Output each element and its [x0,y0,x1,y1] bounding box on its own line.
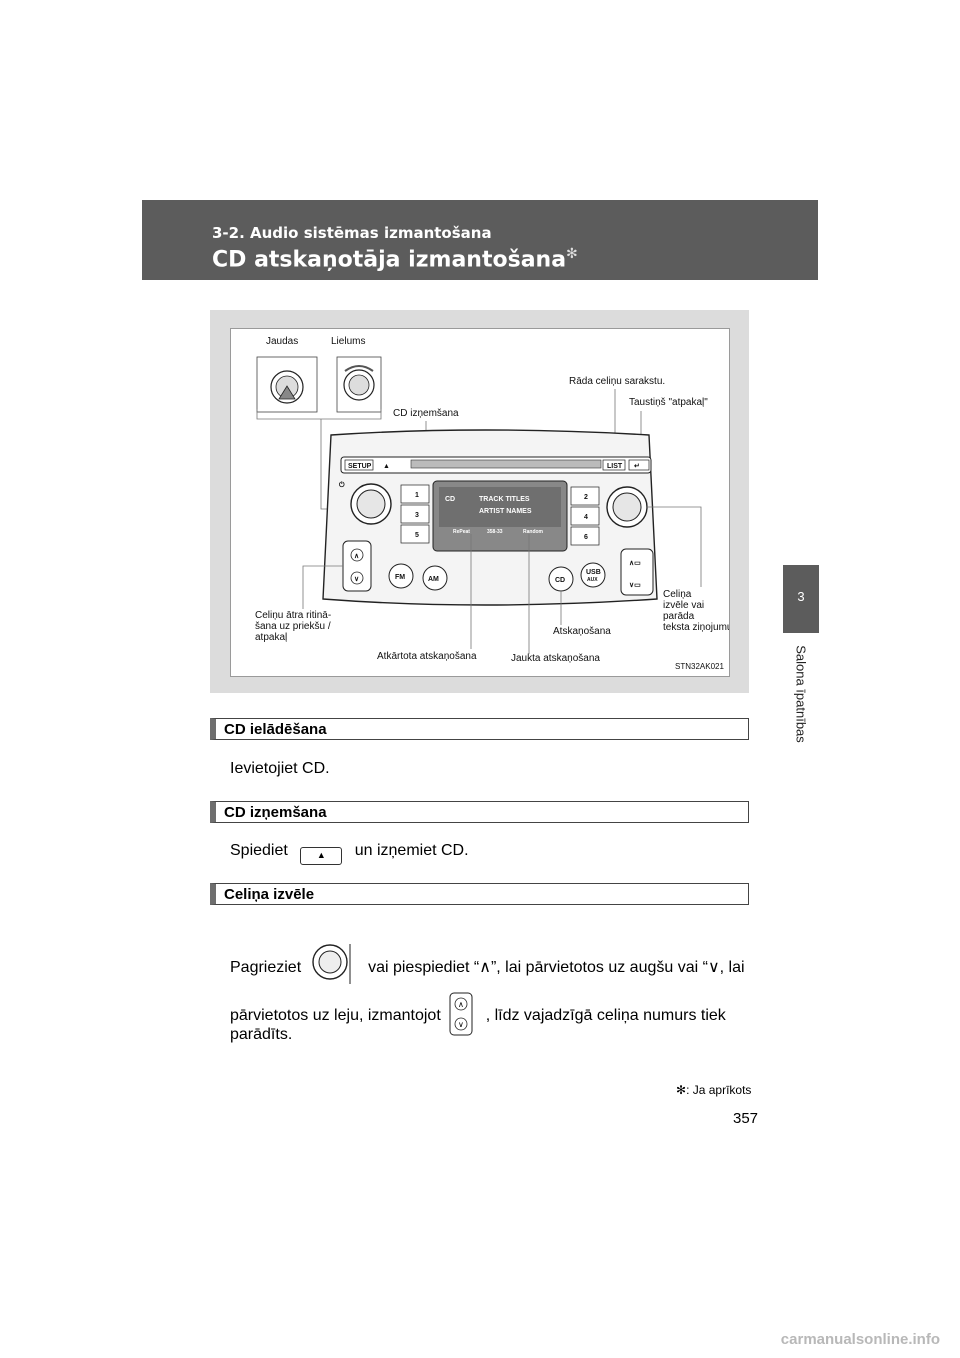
display-time: 358-33 [487,529,503,535]
header-band: 3-2. Audio sistēmas izmantošana CD atska… [142,200,818,280]
label-volume: Lielums [331,336,365,347]
cd-button-label: CD [555,577,565,584]
display-line1: TRACK TITLES [479,496,530,503]
section-header-track-select: Celiņa izvēle [210,883,749,905]
preset-4: 4 [584,514,588,521]
select-knob-icon [311,942,352,984]
section-title: Celiņa izvēle [224,886,315,903]
power-symbol-icon: ⏻ [339,481,345,489]
label-power: Jaudas [266,336,298,347]
eject-instruction: Spiediet ▲ un izņemiet CD. [230,842,469,865]
label-back-button: Taustiņš "atpakaļ" [629,397,708,408]
svg-text:∨: ∨ [458,1020,464,1029]
label-select-line3: parāda [663,611,695,622]
figure-code: STN32AK021 [675,662,724,671]
display-cd: CD [445,496,455,503]
eject-icon: ▲ [300,847,343,865]
section-title: CD ielādēšana [224,721,327,738]
power-knob-inset [256,356,318,413]
display-repeat: RePeat [453,529,470,535]
footnote-mark-icon: ✻ [676,1083,687,1097]
label-random: Jaukta atskaņošana [511,653,600,664]
list-button-label: LIST [607,463,623,470]
figure-frame: Jaudas Lielums Rāda celiņu sarakstu. Tau… [210,310,749,693]
svg-text:∧: ∧ [458,1000,464,1009]
preset-5: 5 [415,532,419,539]
chapter-number: 3 [797,589,805,604]
preset-6: 6 [584,534,588,541]
preset-3: 3 [415,512,419,519]
page-title-text: CD atskaņotāja izmantošana [212,247,567,273]
setup-button-label: SETUP [348,463,372,470]
seek-up-icon: ∧ [354,553,359,560]
label-eject: CD izņemšana [393,408,459,419]
label-select-line2: izvēle vai [663,600,704,611]
text-after: , līdz vajadzīgā celiņa numurs tiek [485,1007,726,1024]
footnote: ✻: Ja aprīkots [676,1083,751,1097]
optional-mark-icon: ✻ [566,246,578,262]
usb-button-label: USB [586,569,601,576]
volume-knob-inset [336,356,382,413]
section-title: CD izņemšana [224,804,327,821]
label-seek-line1: Celiņu ātra ritinā- [255,610,331,621]
text-after: un izņemiet CD. [354,842,469,859]
text-before: Pagrieziet [230,959,302,976]
aux-button-label: AUX [587,577,598,583]
label-play: Atskaņošana [553,626,611,637]
label-seek-line3: atpakaļ [255,632,287,643]
footnote-text: : Ja aprīkots [686,1083,752,1097]
back-button-icon: ↵ [634,463,640,470]
track-up-icon: ∧▭ [629,560,641,567]
text-before: Spiediet [230,842,288,859]
section-header-cd-eject: CD izņemšana [210,801,749,823]
display-line2: ARTIST NAMES [479,508,532,515]
am-button-label: AM [428,576,439,583]
track-down-icon: ∨▭ [629,582,641,589]
fm-button-label: FM [395,574,405,581]
seek-down-icon: ∨ [354,576,359,583]
display-random: Random [523,529,544,535]
label-seek-line2: šana uz priekšu / [255,621,331,632]
section-header-cd-loading: CD ielādēšana [210,718,749,740]
audio-panel-illustration: Jaudas Lielums Rāda celiņu sarakstu. Tau… [255,336,729,671]
page-number: 357 [733,1110,759,1127]
label-track-list: Rāda celiņu sarakstu. [569,376,665,387]
page-title: CD atskaņotāja izmantošana✻ [212,246,578,272]
up-down-buttons-icon: ∧∨ [449,992,475,1036]
radio-panel: SETUP ▲ LIST ↵ ⏻ 1 [322,429,658,606]
track-select-line3: parādīts. [230,1026,293,1043]
audio-panel-figure: Jaudas Lielums Rāda celiņu sarakstu. Tau… [230,328,730,677]
label-select-line4: teksta ziņojumu [663,622,729,633]
preset-2: 2 [584,494,588,501]
label-repeat: Atkārtota atskaņošana [377,651,477,662]
track-select-line1: Pagrieziet vai piespiediet “∧”, lai pārv… [230,942,745,984]
chapter-tab: 3 [783,565,819,633]
section-text: Ievietojiet CD. [230,760,330,777]
preset-1: 1 [415,492,419,499]
text-before: pārvietotos uz leju, izmantojot [230,1007,441,1024]
section-subtitle: 3-2. Audio sistēmas izmantošana [212,224,492,242]
text-after: vai piespiediet “∧”, lai pārvietotos uz … [368,959,745,976]
watermark: carmanualsonline.info [780,1331,940,1348]
chapter-label: Salona īpatnības [793,645,809,743]
label-select-line1: Celiņa [663,589,692,600]
track-select-line2: pārvietotos uz leju, izmantojot ∧∨ , līd… [230,992,726,1036]
eject-button-icon: ▲ [383,463,390,470]
